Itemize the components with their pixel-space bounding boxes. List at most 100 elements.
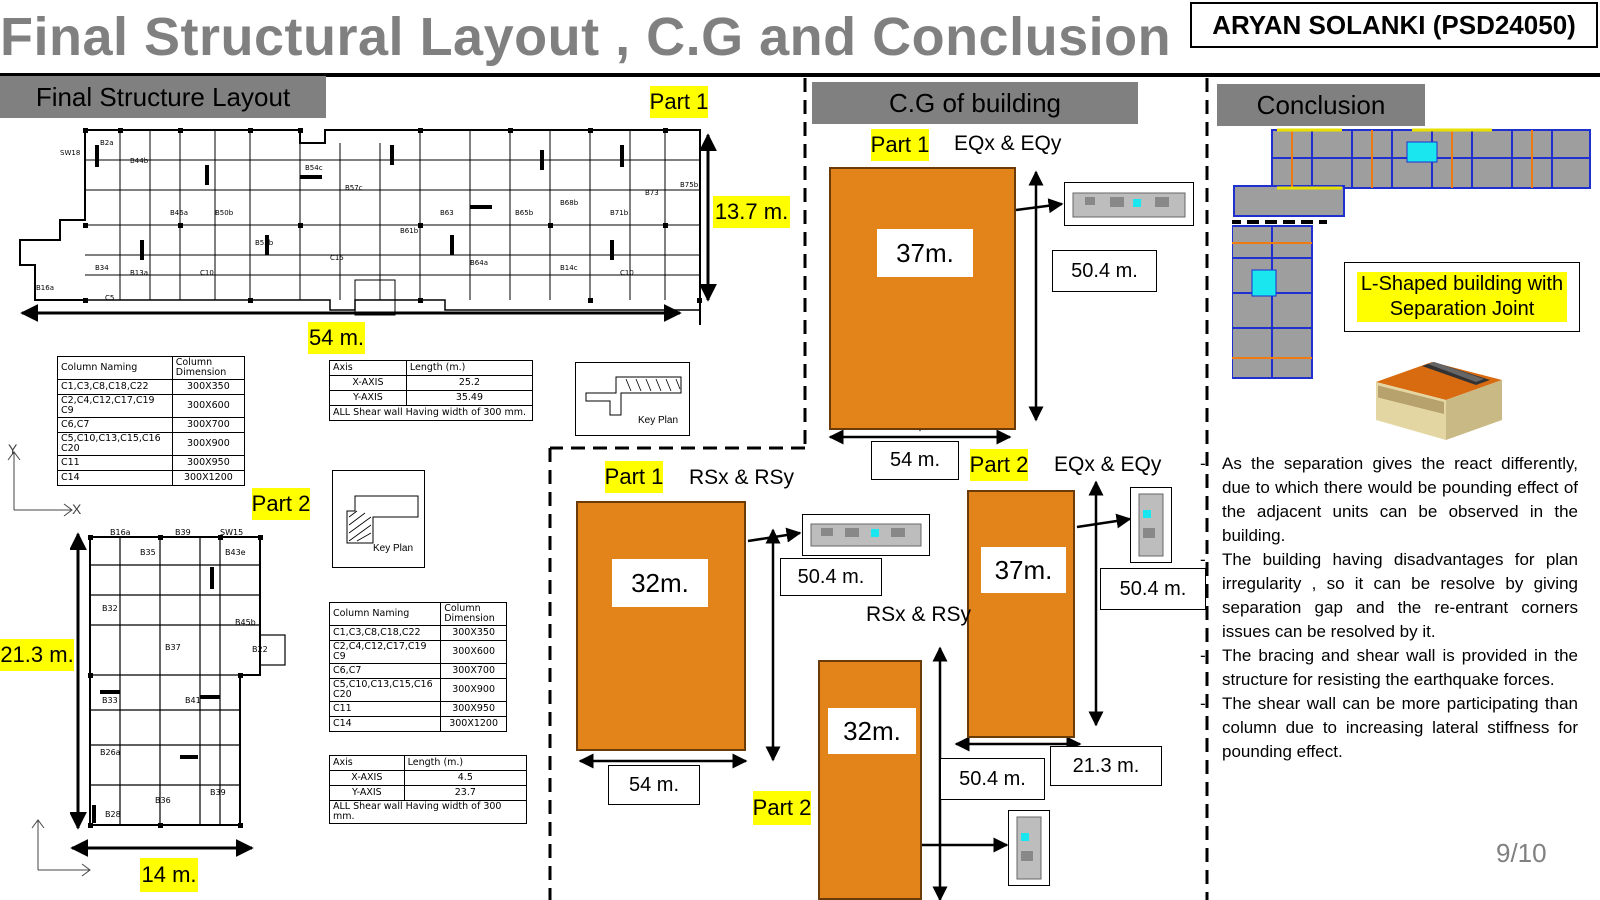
cg-p2-eq-y: 37m. [981, 547, 1066, 593]
svg-text:C10: C10 [620, 269, 634, 277]
table-cell: 300X600 [171, 393, 246, 418]
cg-p1-rs-footprint: 32m. [576, 501, 746, 751]
table-header: Axis [329, 360, 407, 376]
cg-p2-rs-footprint: 32m. [818, 660, 922, 900]
part2-width-dim: 14 m. [140, 858, 198, 892]
table-footer: ALL Shear wall Having width of 300 mm. [329, 800, 527, 824]
cg-p1-eq-footprint: 37m. [829, 167, 1016, 430]
axis-y-label: Y [8, 441, 18, 457]
table-cell: 35.49 [405, 390, 534, 406]
svg-text:B16a: B16a [110, 528, 131, 537]
key-plan-part1-sketch [585, 376, 682, 416]
cg-p2-rs-plan-thumb [1008, 810, 1050, 886]
table-cell: C5,C10,C13,C15,C16 C20 [328, 677, 442, 702]
conclusion-section-header: Conclusion [1217, 84, 1425, 126]
table-cell: C1,C3,C8,C18,C22 [57, 378, 173, 395]
table-cell: X-AXIS [329, 770, 405, 786]
key-plan-part2: Key Plan [332, 470, 425, 568]
table-cell: Y-AXIS [329, 785, 405, 801]
svg-text:B37: B37 [165, 643, 181, 652]
svg-text:B14c: B14c [560, 264, 578, 272]
part2-height-dim: 21.3 m. [0, 639, 74, 671]
svg-text:B41: B41 [185, 696, 201, 705]
cg-p1-rs-x: 50.4 m. [780, 558, 882, 596]
separation-joint-illustration [1376, 362, 1502, 440]
table-cell: C6,C7 [57, 416, 173, 433]
table-cell: C2,C4,C12,C17,C19 C9 [57, 393, 173, 418]
axis-x-label: X [72, 501, 82, 517]
plan-thumbnail [810, 523, 922, 547]
table-cell: 25.2 [405, 375, 534, 391]
table-cell: C2,C4,C12,C17,C19 C9 [328, 639, 442, 664]
l-shape-label-box: L-Shaped building with Separation Joint [1344, 262, 1580, 332]
title-rule [0, 73, 1600, 77]
conclusion-points: As the separation gives the react differ… [1200, 452, 1578, 764]
svg-text:B22: B22 [252, 645, 268, 654]
svg-text:B2a: B2a [100, 139, 114, 147]
svg-text:B54c: B54c [305, 164, 323, 172]
table-header: Column Naming [328, 602, 442, 626]
svg-text:B63: B63 [440, 209, 454, 217]
svg-text:B75b: B75b [680, 181, 699, 189]
cg-p1-eq-part-label: Part 1 [871, 129, 929, 161]
svg-text:B57c: B57c [345, 184, 363, 192]
table-footer: ALL Shear wall Having width of 300 mm. [329, 405, 533, 421]
svg-text:C10: C10 [200, 269, 214, 277]
table-cell: 300X350 [171, 378, 246, 395]
part1-width-dim: 54 m. [308, 322, 365, 354]
table-cell: C11 [328, 700, 442, 717]
cg-p2-eq-part-label: Part 2 [970, 449, 1028, 481]
svg-text:B33: B33 [102, 696, 118, 705]
key-plan-part1: Key Plan [575, 362, 690, 436]
table-cell: X-AXIS [329, 375, 407, 391]
svg-text:B32: B32 [102, 604, 118, 613]
svg-text:B35: B35 [140, 548, 156, 557]
svg-text:B44b: B44b [130, 157, 149, 165]
table-cell: 300X1200 [440, 715, 507, 732]
l-shape-label: L-Shaped building with Separation Joint [1357, 272, 1567, 322]
axis-indicator [7, 451, 73, 517]
plan-thumbnail [1016, 816, 1042, 880]
svg-text:B26a: B26a [100, 748, 121, 757]
svg-text:B39: B39 [175, 528, 191, 537]
svg-text:B34: B34 [95, 264, 109, 272]
svg-text:B65b: B65b [515, 209, 534, 217]
conclusion-point: The building having disadvantages for pl… [1200, 548, 1578, 644]
svg-text:B53b: B53b [255, 239, 274, 247]
svg-text:SW15: SW15 [220, 528, 243, 537]
cg-p2-eq-footprint: 37m. [967, 490, 1075, 738]
svg-text:B46a: B46a [170, 209, 188, 217]
cg-p1-eq-x: 50.4 m. [1052, 250, 1157, 292]
conclusion-point: The bracing and shear wall is provided i… [1200, 644, 1578, 692]
table-header: Column Dimension [171, 356, 246, 380]
cg-p2-rs-x: 50.4 m. [940, 758, 1045, 800]
table-cell: 4.5 [403, 770, 528, 786]
table-header: Length (m.) [405, 360, 534, 376]
svg-text:B71b: B71b [610, 209, 629, 217]
svg-text:B45b: B45b [235, 618, 256, 627]
cg-p1-eq-w: 54 m. [871, 441, 959, 480]
cg-p2-eq-w: 21.3 m. [1050, 746, 1162, 786]
cg-p2-eq-plan-thumb [1130, 487, 1172, 563]
key-plan-part2-sketch [346, 495, 419, 544]
key-plan-part1-label: Key Plan [638, 415, 679, 426]
author-box: ARYAN SOLANKI (PSD24050) [1190, 2, 1598, 48]
cg-section-header: C.G of building [812, 82, 1138, 124]
axis-indicator-2 [31, 819, 91, 877]
svg-text:B36: B36 [155, 796, 171, 805]
table-cell: 300X1200 [171, 469, 246, 486]
part1-label: Part 1 [650, 86, 708, 118]
plan-thumbnail [1072, 192, 1186, 218]
svg-text:SW18: SW18 [60, 149, 80, 157]
cg-p1-rs-w: 54 m. [608, 765, 700, 805]
svg-text:B28: B28 [105, 810, 121, 819]
cg-p1-eq-plan-thumb [1064, 182, 1194, 226]
table-header: Axis [329, 755, 405, 771]
page-title: Final Structural Layout , C.G and Conclu… [0, 7, 1172, 67]
table-cell: C1,C3,C8,C18,C22 [328, 624, 442, 641]
